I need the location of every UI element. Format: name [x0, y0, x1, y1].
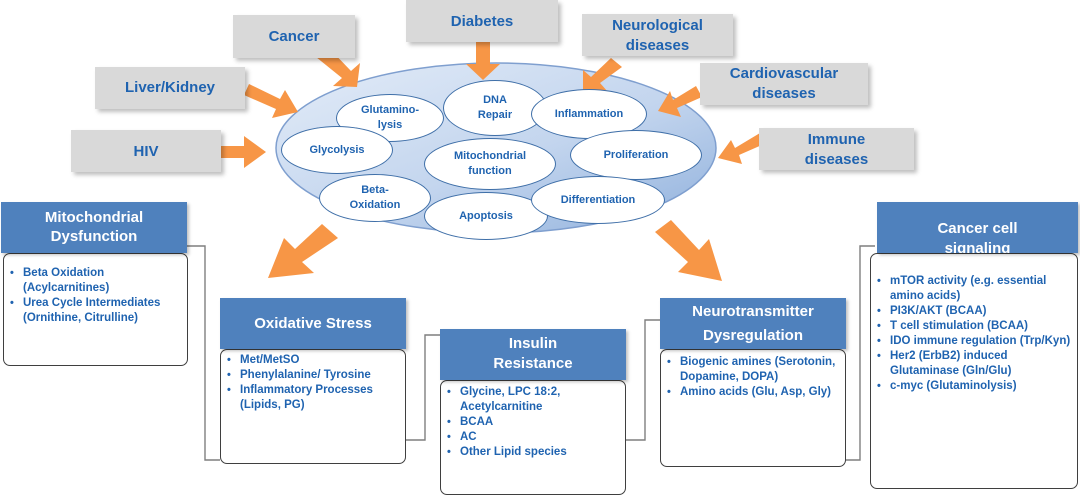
arrow-diabetes-icon: [466, 40, 500, 80]
panel-item-list: Met/MetSO Phenylalanine/ Tyrosine Inflam…: [221, 353, 405, 413]
disease-box-liver-kidney: Liver/Kidney: [95, 67, 245, 109]
arrow-down-left-icon: [268, 224, 338, 278]
panel-item: Her2 (ErbB2) induced Glutaminase (Gln/Gl…: [871, 349, 1077, 379]
process-label: Proliferation: [603, 148, 669, 161]
panel-item: AC: [441, 430, 625, 445]
process-glycolysis: Glycolysis: [281, 126, 393, 174]
process-label: Inflammation: [554, 107, 624, 120]
panel-header-oxidative-stress: Oxidative Stress: [220, 298, 406, 349]
panel-item-list: Beta Oxidation (Acylcarnitines) Urea Cyc…: [4, 266, 187, 326]
panel-header-mitochondrial-dysfunction: Mitochondrial Dysfunction: [1, 202, 187, 253]
arrow-liver-icon: [244, 84, 298, 118]
disease-label-line2: diseases: [804, 151, 869, 168]
arrow-cardio-icon: [658, 86, 702, 117]
disease-box-hiv: HIV: [71, 130, 221, 172]
panel-item-list: Biogenic amines (Serotonin, Dopamine, DO…: [661, 355, 845, 400]
disease-label: Cancer: [268, 28, 320, 45]
panel-item: PI3K/AKT (BCAA): [871, 304, 1077, 319]
process-label: Apoptosis: [459, 209, 513, 222]
panel-header-insulin-resistance: Insulin Resistance: [440, 329, 626, 380]
disease-label-line1: Neurological: [612, 17, 703, 34]
panel-item: Beta Oxidation (Acylcarnitines): [4, 266, 187, 296]
panel-item: Biogenic amines (Serotonin, Dopamine, DO…: [661, 355, 845, 385]
panel-body-insulin-resistance: Glycine, LPC 18:2, Acetylcarnitine BCAA …: [440, 380, 626, 495]
panel-header-cancer-cell-signaling: Cancer cell signaling: [877, 202, 1078, 253]
disease-box-diabetes: Diabetes: [406, 0, 558, 42]
panel-title-line1: Neurotransmitter: [692, 303, 814, 320]
process-dna-repair: DNA Repair: [443, 80, 547, 136]
disease-label: Diabetes: [450, 13, 514, 30]
process-label: Glycolysis: [309, 143, 365, 156]
disease-label-line1: Cardiovascular: [729, 65, 839, 82]
panel-item: Inflammatory Processes (Lipids, PG): [221, 383, 405, 413]
panel-item-list: Glycine, LPC 18:2, Acetylcarnitine BCAA …: [441, 385, 625, 460]
connector-insulin-to-neuro: [625, 319, 660, 441]
panel-body-mitochondrial-dysfunction: Beta Oxidation (Acylcarnitines) Urea Cyc…: [3, 253, 188, 366]
disease-box-immune: Immune diseases: [759, 128, 914, 170]
panel-item: Phenylalanine/ Tyrosine: [221, 368, 405, 383]
arrow-immune-icon: [718, 133, 764, 164]
connector-mito-to-oxidative: [185, 245, 220, 461]
arrow-neuro-icon: [583, 58, 622, 94]
disease-label: Liver/Kidney: [124, 79, 216, 96]
panel-title-line1: Mitochondrial: [44, 209, 144, 226]
panel-title-line2: Resistance: [493, 355, 573, 372]
panel-item: Other Lipid species: [441, 445, 625, 460]
disease-box-cancer: Cancer: [233, 15, 355, 58]
process-apoptosis: Apoptosis: [424, 192, 548, 240]
disease-label-line2: diseases: [752, 85, 816, 102]
panel-title-line2: Dysfunction: [50, 228, 138, 245]
panel-title-line2: Dysregulation: [702, 327, 804, 344]
panel-title: Oxidative Stress: [254, 315, 372, 332]
process-label-line2: Repair: [477, 109, 513, 121]
panel-item: Glycine, LPC 18:2, Acetylcarnitine: [441, 385, 625, 415]
process-label-line1: Glutamino-: [360, 104, 420, 116]
arrow-hiv-icon: [208, 136, 266, 168]
process-beta-oxidation: Beta- Oxidation: [319, 174, 431, 222]
connector-oxidative-to-insulin: [405, 334, 440, 441]
process-label-line2: function: [468, 165, 512, 177]
panel-item: Amino acids (Glu, Asp, Gly): [661, 385, 845, 400]
panel-header-neurotransmitter-dysregulation: Neurotransmitter Dysregulation: [660, 298, 846, 349]
process-label-line1: DNA: [483, 94, 507, 106]
disease-label-line1: Immune: [807, 131, 866, 148]
disease-box-cardiovascular: Cardiovascular diseases: [700, 63, 868, 105]
panel-item: Met/MetSO: [221, 353, 405, 368]
panel-item: T cell stimulation (BCAA): [871, 319, 1077, 334]
process-label-line2: Oxidation: [349, 199, 401, 211]
process-label-line1: Mitochondrial: [453, 150, 527, 162]
panel-item: c-myc (Glutaminolysis): [871, 379, 1077, 394]
panel-body-cancer-cell-signaling: mTOR activity (e.g. essential amino acid…: [870, 253, 1078, 489]
connector-neuro-to-cancer: [845, 245, 875, 461]
panel-body-oxidative-stress: Met/MetSO Phenylalanine/ Tyrosine Inflam…: [220, 349, 406, 464]
arrow-down-right-icon: [655, 220, 722, 281]
process-mitochondrial-function: Mitochondrial function: [424, 138, 556, 190]
process-proliferation: Proliferation: [570, 130, 702, 180]
panel-item: Urea Cycle Intermediates (Ornithine, Cit…: [4, 296, 187, 326]
process-label-line1: Beta-: [361, 184, 389, 196]
process-label-line2: lysis: [377, 119, 403, 131]
disease-label: HIV: [133, 143, 159, 160]
process-label: Differentiation: [560, 193, 636, 206]
panel-item: mTOR activity (e.g. essential amino acid…: [871, 274, 1077, 304]
disease-label-line2: diseases: [625, 37, 690, 54]
panel-title-line2: signaling: [944, 240, 1011, 253]
process-differentiation: Differentiation: [531, 176, 665, 224]
panel-title-line1: Cancer cell: [937, 220, 1018, 237]
disease-box-neurological: Neurological diseases: [582, 14, 733, 56]
panel-item: IDO immune regulation (Trp/Kyn): [871, 334, 1077, 349]
panel-title-line1: Insulin: [508, 335, 558, 352]
panel-item: BCAA: [441, 415, 625, 430]
panel-item-list: mTOR activity (e.g. essential amino acid…: [871, 274, 1077, 394]
panel-body-neurotransmitter-dysregulation: Biogenic amines (Serotonin, Dopamine, DO…: [660, 349, 846, 467]
